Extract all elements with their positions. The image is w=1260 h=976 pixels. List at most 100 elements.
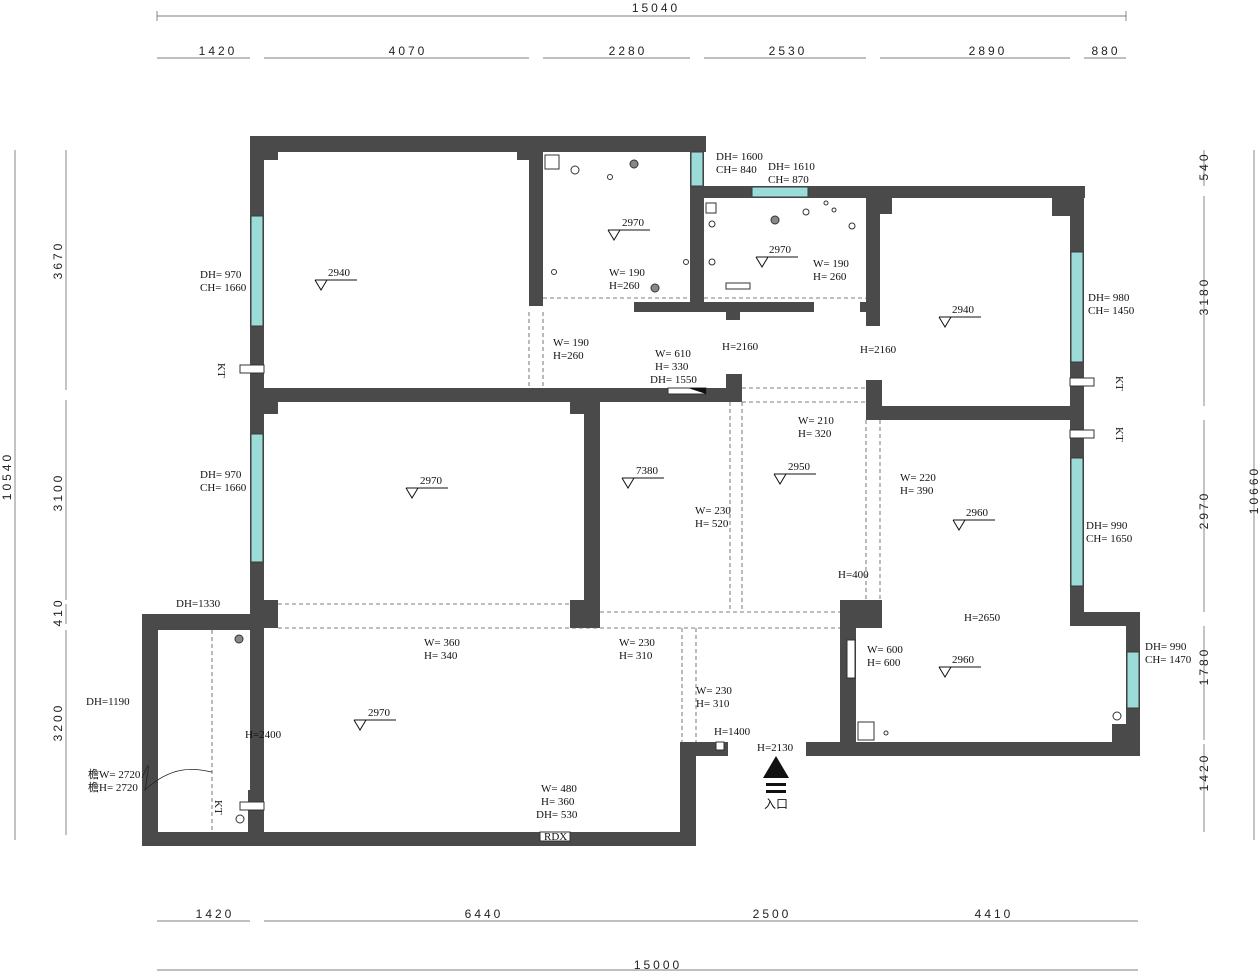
beam-600-h: H= 600 [867, 657, 901, 669]
bath-beam-w: W= 190 [813, 258, 849, 270]
dim-right-total: 10660 [1247, 466, 1260, 514]
height-2160-a: H=2160 [722, 341, 759, 353]
dim-bottom-total: 15000 [634, 958, 682, 972]
window-right-lower-dh: DH= 990 [1145, 641, 1187, 653]
svg-text:2940: 2940 [328, 267, 351, 279]
window-left-bottom-dh: DH=1190 [86, 696, 130, 708]
dim-left-4: 3200 [51, 703, 65, 742]
dim-left-3: 410 [51, 597, 65, 626]
svg-text:2970: 2970 [368, 707, 391, 719]
svg-text:2970: 2970 [769, 244, 792, 256]
kt-label-3: KT [1113, 376, 1125, 391]
dim-bottom-2: 6440 [465, 907, 504, 921]
rdx-label: RDX [544, 831, 567, 843]
window-right-upper-dh: DH= 980 [1088, 292, 1130, 304]
eave-h: 檐H= 2720 [88, 780, 138, 794]
svg-text:2950: 2950 [788, 461, 811, 473]
window-right-upper [1070, 251, 1084, 363]
window-right-upper-ch: CH= 1450 [1088, 305, 1135, 317]
beam-230-b-w: W= 230 [619, 637, 655, 649]
svg-text:2960: 2960 [952, 654, 975, 666]
level-kitchen: 2970 [607, 217, 650, 241]
height-400: H=400 [838, 569, 869, 581]
walls [142, 136, 1140, 846]
hall-beam-a-w: W= 190 [553, 337, 589, 349]
dim-left-1: 3670 [51, 241, 65, 280]
level-hall: 7380 [621, 465, 664, 489]
beam-230-a-h: H= 520 [695, 518, 729, 530]
window-right-lower [1126, 651, 1140, 709]
svg-text:2960: 2960 [966, 507, 989, 519]
window-bath-dh: DH= 1610 [768, 161, 815, 173]
height-2650: H=2650 [964, 612, 1001, 624]
dim-bottom-3: 2500 [753, 907, 792, 921]
window-right-middle-dh: DH= 990 [1086, 520, 1128, 532]
beam-210-h: H= 320 [798, 428, 832, 440]
beam-230-b-h: H= 310 [619, 650, 653, 662]
entrance-arrow-icon [763, 756, 789, 778]
level-room-se: 2960 [938, 654, 981, 678]
height-2160-b: H=2160 [860, 344, 897, 356]
beam-230-c-h: H= 310 [696, 698, 730, 710]
dim-right-2: 3180 [1197, 277, 1211, 316]
kt-label-2: KT [212, 800, 224, 815]
dim-left-2: 3100 [51, 473, 65, 512]
beam-lines [211, 297, 881, 832]
dim-top-2: 4070 [389, 44, 428, 58]
beam-220-w: W= 220 [900, 472, 936, 484]
beam-600-w: W= 600 [867, 644, 903, 656]
height-2400: H=2400 [245, 729, 282, 741]
entrance-marker: 入口 [763, 756, 789, 811]
window-right-lower-ch: CH= 1470 [1145, 654, 1192, 666]
kitchen-beam-w: W= 190 [609, 267, 645, 279]
beam-230-c-w: W= 230 [696, 685, 732, 697]
dim-top-5: 2890 [969, 44, 1008, 58]
level-corridor: 2950 [773, 461, 816, 485]
beam-360-h: H= 340 [424, 650, 458, 662]
kitchen-beam-h: H=260 [609, 280, 640, 292]
dim-right-4: 1780 [1197, 647, 1211, 686]
level-bedroom-w: 2970 [405, 475, 448, 499]
svg-text:2940: 2940 [952, 304, 975, 316]
window-left-middle [250, 433, 264, 563]
dim-top-total: 15040 [632, 1, 680, 15]
beam-610-dh: DH= 1550 [650, 374, 697, 386]
height-1400: H=1400 [714, 726, 751, 738]
kt-label-4: KT [1113, 427, 1125, 442]
window-kitchen-ch: CH= 840 [716, 164, 757, 176]
beam-480-w: W= 480 [541, 783, 577, 795]
window-bath-ch: CH= 870 [768, 174, 809, 186]
dim-right-1: 540 [1197, 151, 1211, 180]
beam-230-a-w: W= 230 [695, 505, 731, 517]
dimension-lines [14, 11, 1255, 971]
annotations: W= 190 H=260 W= 190 H= 260 W= 190 H=260 … [88, 258, 1125, 843]
dim-top-3: 2280 [609, 44, 648, 58]
eave-w: 檐W= 2720 [88, 767, 141, 781]
kt-label-1: KT [215, 363, 227, 378]
window-left-upper [250, 215, 264, 327]
dim-left-total: 10540 [0, 452, 14, 500]
bath-beam-h: H= 260 [813, 271, 847, 283]
beam-360-w: W= 360 [424, 637, 460, 649]
level-bedroom-ne: 2940 [938, 304, 981, 328]
hall-beam-a-h: H=260 [553, 350, 584, 362]
window-right-middle-ch: CH= 1650 [1086, 533, 1133, 545]
dim-top-1: 1420 [199, 44, 238, 58]
beam-210-w: W= 210 [798, 415, 834, 427]
dim-right-5: 1420 [1197, 753, 1211, 792]
level-bath: 2970 [755, 244, 798, 268]
level-bedroom-nw: 2940 [314, 267, 357, 291]
window-left-middle-ch: CH= 1660 [200, 482, 247, 494]
window-left-upper-dh: DH= 970 [200, 269, 242, 281]
window-left-lower-dh: DH=1330 [176, 598, 221, 610]
height-2130: H=2130 [757, 742, 794, 754]
beam-480-h: H= 360 [541, 796, 575, 808]
window-right-middle [1070, 457, 1084, 587]
level-markers: 2940 2970 2970 2940 2970 7380 2950 2960 [314, 217, 995, 731]
window-kitchen [690, 151, 704, 187]
svg-text:7380: 7380 [636, 465, 659, 477]
dim-bottom-4: 4410 [975, 907, 1014, 921]
beam-610-w: W= 610 [655, 348, 691, 360]
